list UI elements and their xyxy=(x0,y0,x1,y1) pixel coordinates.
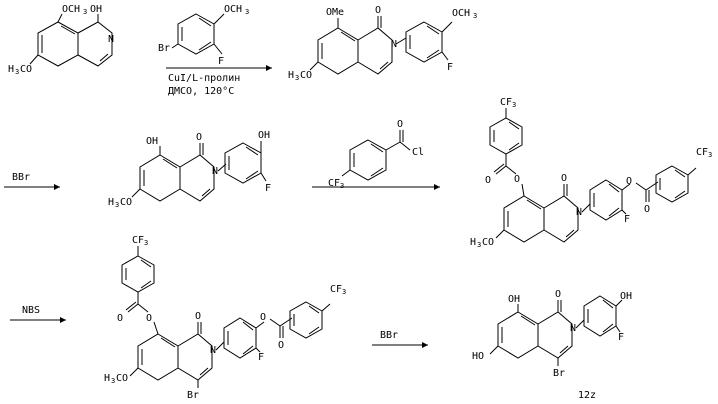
atom-o: O xyxy=(375,5,381,16)
atom-h: H xyxy=(108,197,114,208)
trifluoromethylbenzoyl-chloride: O Cl CF 3 xyxy=(312,119,440,190)
atom-o: O xyxy=(146,313,152,324)
atom-co: CO xyxy=(300,70,312,81)
reaction-arrow-4: NBS xyxy=(10,305,66,323)
reaction-arrow-3 xyxy=(434,184,440,190)
atom-n: N xyxy=(212,166,218,177)
atom-sub3: 3 xyxy=(342,288,346,296)
reagent-step1: CuI/L-пролин xyxy=(168,73,240,84)
atom-sub3: 3 xyxy=(295,74,299,82)
atom-f: F xyxy=(258,352,264,363)
compound-label-12z: 12z xyxy=(578,390,596,401)
atom-o: O xyxy=(117,313,123,324)
bis-trifluoromethylbenzoate: CF 3 O O O N H 3 CO F O O CF 3 xyxy=(470,97,712,249)
bromo-bis-trifluoromethylbenzoate: CF 3 O O O N Br H 3 CO F O O CF 3 xyxy=(104,235,346,401)
atom-oh: OH xyxy=(620,291,632,302)
atom-sub3: 3 xyxy=(473,12,477,20)
atom-sub3: 3 xyxy=(15,68,19,76)
n-aryl-isoquinolinone-methoxy: OMe O N OCH 3 F H 3 CO xyxy=(288,5,477,82)
atom-f: F xyxy=(447,62,453,73)
atom-oh: OH xyxy=(146,136,158,147)
reaction-arrow-5: BBr xyxy=(372,330,428,348)
atom-ho: HO xyxy=(472,351,484,362)
atom-sub3: 3 xyxy=(111,377,115,385)
reagent-step5: BBr xyxy=(380,330,398,341)
reagent-step2: BBr xyxy=(12,172,30,183)
atom-ome: OMe xyxy=(326,7,344,18)
atom-o: O xyxy=(485,175,491,186)
bromofluoroanisole: OCH 3 F Br xyxy=(158,4,249,67)
atom-sub3: 3 xyxy=(708,151,712,159)
atom-o: O xyxy=(644,204,650,215)
atom-co: CO xyxy=(120,197,132,208)
atom-oh: OH xyxy=(258,130,270,141)
atom-sub3: 3 xyxy=(83,8,87,16)
atom-cf3: CF xyxy=(696,147,708,158)
atom-cf3: CF xyxy=(500,97,512,108)
atom-och3: OCH xyxy=(452,8,470,19)
atom-o: O xyxy=(260,312,266,323)
atom-sub3: 3 xyxy=(245,8,249,16)
atom-n: N xyxy=(108,34,114,45)
atom-sub3: 3 xyxy=(477,241,481,249)
atom-sub3: 3 xyxy=(144,239,148,247)
reaction-arrow-2: BBr xyxy=(4,172,60,190)
atom-sub3: 3 xyxy=(115,201,119,209)
atom-n: N xyxy=(210,345,216,356)
atom-f: F xyxy=(624,214,630,225)
atom-o: O xyxy=(196,132,202,143)
reaction-arrow-1: CuI/L-пролин ДМСО, 120°C xyxy=(166,65,272,97)
atom-n: N xyxy=(576,207,582,218)
atom-co: CO xyxy=(20,64,32,75)
starting-isoquinolinol: OCH 3 OH N H 3 CO xyxy=(8,4,114,76)
conditions-step1: ДМСО, 120°C xyxy=(168,86,234,97)
atom-n: N xyxy=(391,39,397,50)
atom-h: H xyxy=(470,237,476,248)
atom-o: O xyxy=(555,289,561,300)
atom-f: F xyxy=(265,183,271,194)
atom-co: CO xyxy=(116,373,128,384)
atom-n: N xyxy=(570,323,576,334)
atom-sub3: 3 xyxy=(340,182,344,190)
atom-oh: OH xyxy=(508,294,520,305)
atom-oh: OH xyxy=(90,4,102,15)
atom-cf3: CF xyxy=(132,235,144,246)
atom-br: Br xyxy=(553,368,565,379)
final-product-12z: OH O N Br HO OH F 12z xyxy=(472,289,632,401)
atom-o: O xyxy=(195,311,201,322)
atom-br: Br xyxy=(187,390,199,401)
atom-h: H xyxy=(288,70,294,81)
atom-sub3: 3 xyxy=(512,101,516,109)
atom-f: F xyxy=(618,332,624,343)
atom-h: H xyxy=(104,373,110,384)
atom-och3: OCH xyxy=(62,4,80,15)
atom-h: H xyxy=(8,64,14,75)
atom-co: CO xyxy=(482,237,494,248)
atom-cf3: CF xyxy=(330,284,342,295)
atom-br: Br xyxy=(158,43,170,54)
reagent-step4: NBS xyxy=(22,305,40,316)
atom-f: F xyxy=(218,56,224,67)
atom-och3: OCH xyxy=(224,4,242,15)
atom-o: O xyxy=(397,119,403,130)
atom-o: O xyxy=(626,176,632,187)
atom-cl: Cl xyxy=(412,147,424,158)
atom-o: O xyxy=(561,173,567,184)
atom-o: O xyxy=(514,174,520,185)
n-aryl-isoquinolinone-hydroxy: OH O N OH F H 3 CO xyxy=(108,130,271,209)
atom-o: O xyxy=(278,340,284,351)
